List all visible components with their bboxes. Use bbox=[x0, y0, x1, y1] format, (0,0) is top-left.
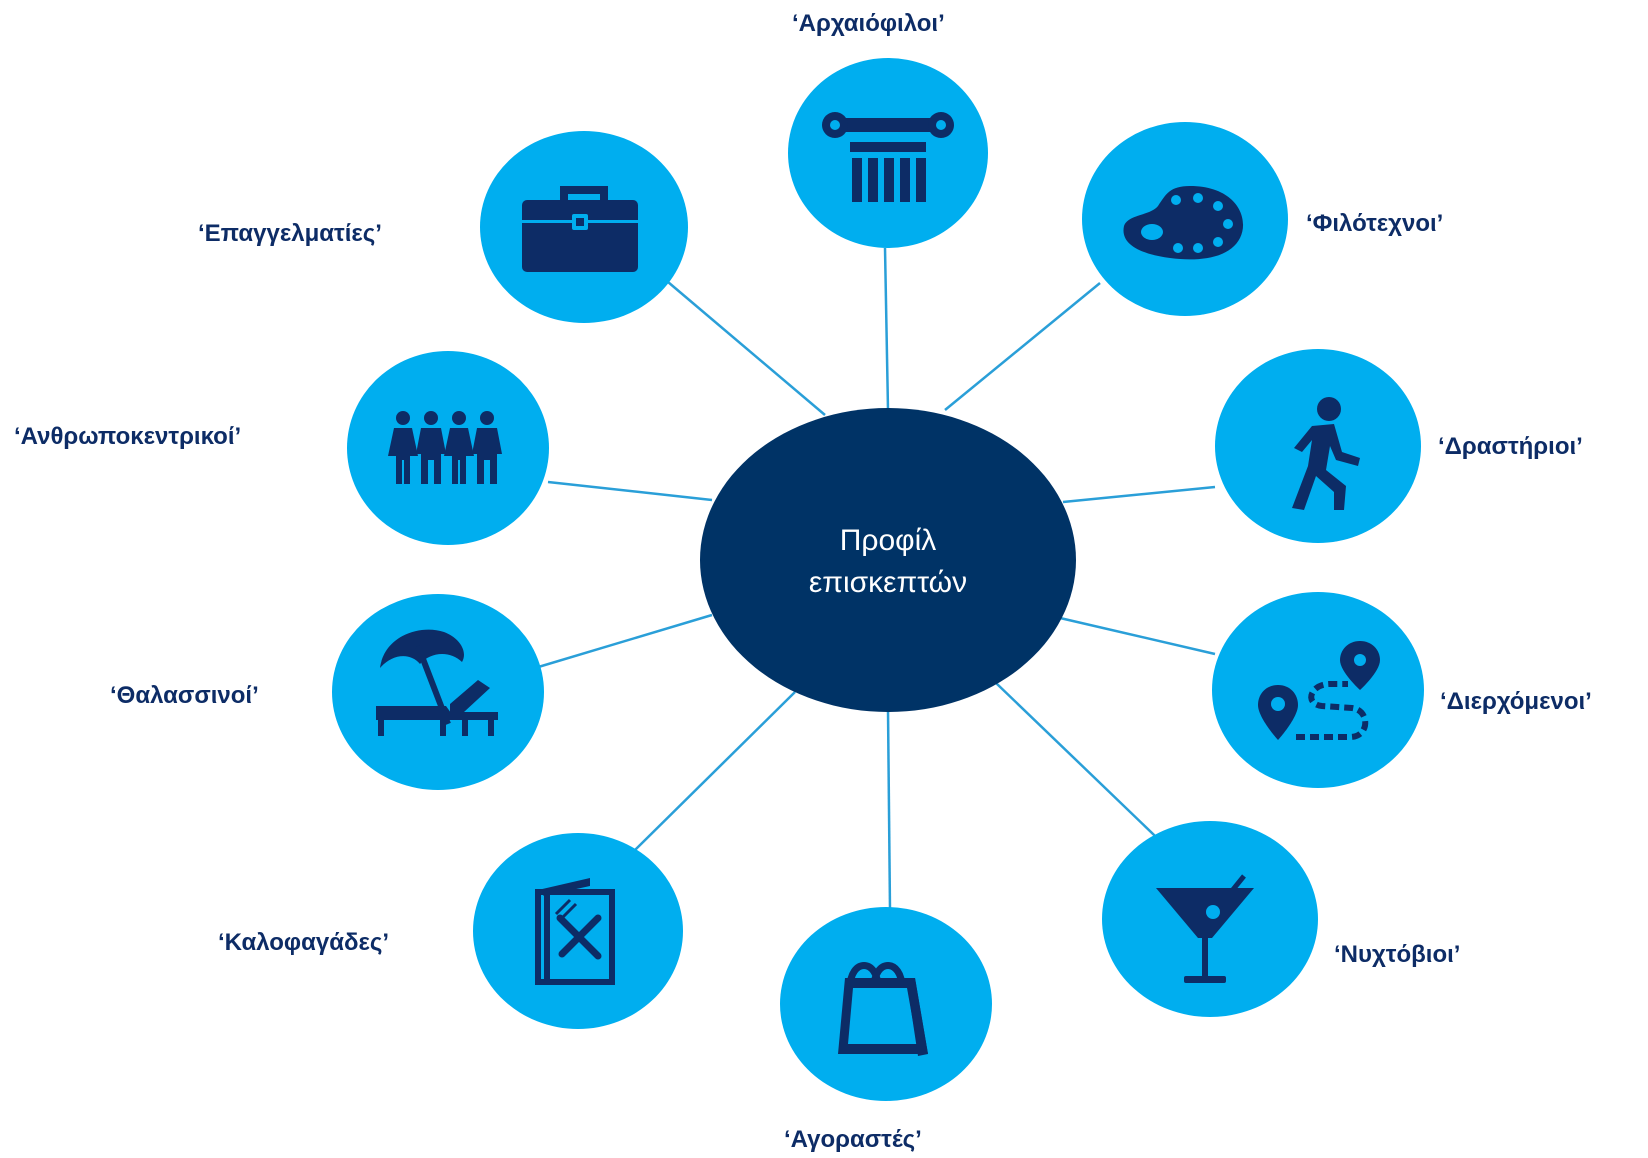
node-archaiofiloi bbox=[788, 58, 988, 248]
connector-archaiofiloi bbox=[883, 247, 890, 411]
center-label: Προφίλ επισκεπτών bbox=[698, 520, 1078, 604]
label-agorastes: ‘Αγοραστές’ bbox=[784, 1126, 922, 1153]
label-filotexnoi: ‘Φιλότεχνοι’ bbox=[1306, 210, 1444, 237]
connector-agorastes bbox=[886, 709, 892, 911]
ionic-column-icon bbox=[822, 112, 954, 202]
briefcase-icon bbox=[522, 186, 638, 272]
connector-nyxtovioi bbox=[995, 682, 1179, 859]
label-anthropokentrikoi: ‘Ανθρωποκεντρικοί’ bbox=[14, 423, 242, 450]
label-thalassinoi: ‘Θαλασσινοί’ bbox=[110, 682, 259, 709]
center-label-line2: επισκεπτών bbox=[808, 566, 968, 599]
connector-thalassinoi bbox=[534, 613, 713, 670]
connectors bbox=[534, 247, 1216, 911]
walking-person-icon bbox=[1292, 397, 1360, 510]
connector-anthropokentrikoi bbox=[547, 480, 713, 502]
label-drastirioi: ‘Δραστήριοι’ bbox=[1438, 433, 1583, 460]
connector-epaggelmaties bbox=[667, 281, 826, 416]
label-kalofagades: ‘Καλοφαγάδες’ bbox=[218, 929, 390, 956]
beach-umbrella-icon bbox=[376, 629, 498, 736]
center-label-line1: Προφίλ bbox=[839, 524, 937, 557]
connector-filotexnoi bbox=[944, 282, 1101, 411]
label-archaiofiloi: ‘Αρχαιόφιλοι’ bbox=[792, 10, 945, 37]
cocktail-glass-icon bbox=[1156, 874, 1254, 983]
label-dierxomenoi: ‘Διερχόμενοι’ bbox=[1440, 688, 1592, 715]
route-pins-icon bbox=[1258, 641, 1380, 740]
shopping-bag-icon bbox=[838, 962, 928, 1056]
label-nyxtovioi: ‘Νυχτόβιοι’ bbox=[1334, 941, 1461, 968]
connector-dierxomenoi bbox=[1059, 616, 1216, 656]
restaurant-menu-icon bbox=[535, 878, 615, 985]
paint-palette-icon bbox=[1123, 186, 1244, 260]
people-group-icon bbox=[388, 411, 502, 484]
connector-drastirioi bbox=[1062, 485, 1216, 504]
label-epaggelmaties: ‘Επαγγελματίες’ bbox=[198, 220, 382, 247]
connector-kalofagades bbox=[634, 691, 796, 851]
node-kalofagades bbox=[473, 833, 683, 1029]
center-node bbox=[700, 408, 1076, 712]
